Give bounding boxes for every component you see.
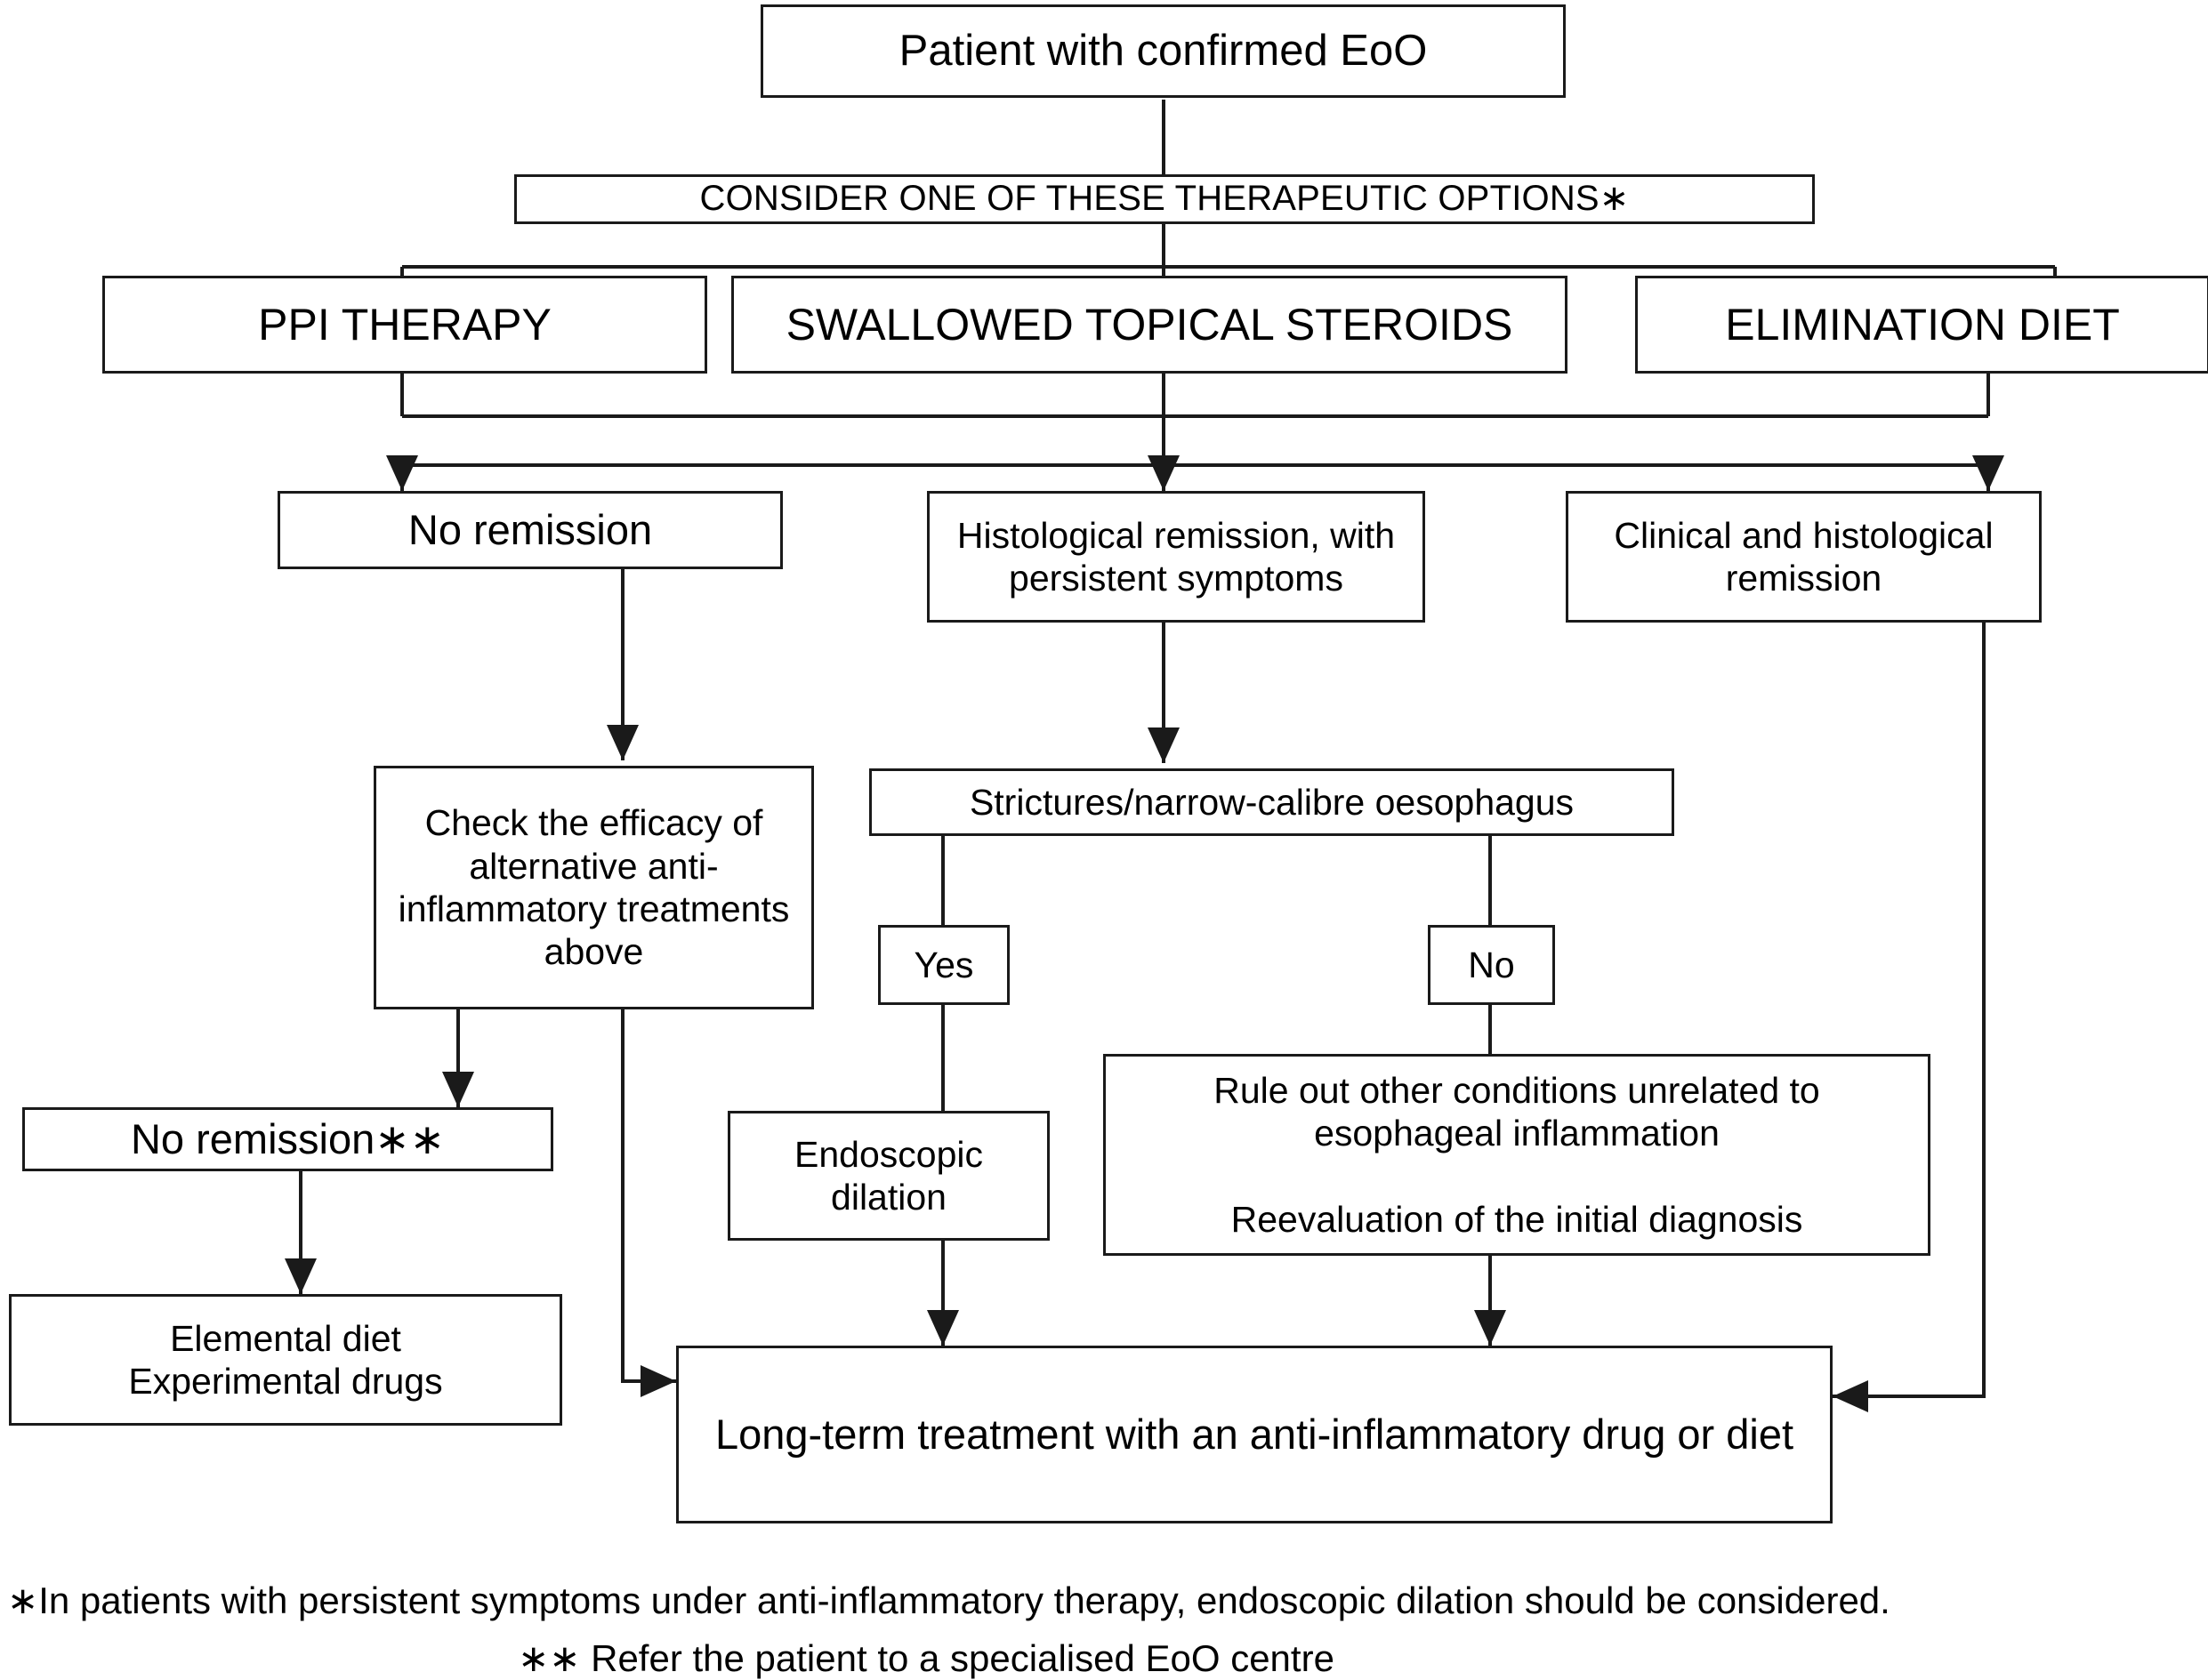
node-patient-label: Patient with confirmed EoO: [899, 26, 1428, 75]
node-rule-out-label: Rule out other conditions unrelated to e…: [1213, 1069, 1820, 1240]
node-answer-yes[interactable]: Yes: [878, 925, 1010, 1005]
node-long-term-treatment[interactable]: Long-term treatment with an anti-inflamm…: [676, 1346, 1833, 1523]
node-histological-label: Histological remission, with persistent …: [956, 514, 1396, 599]
node-elimination-diet[interactable]: ELIMINATION DIET: [1635, 276, 2208, 374]
node-no-remission-label: No remission: [407, 506, 653, 554]
footnote-single-asterisk: ∗In patients with persistent symptoms un…: [7, 1580, 1890, 1621]
node-histological-remission[interactable]: Histological remission, with persistent …: [927, 491, 1425, 623]
node-strictures-label: Strictures/narrow-calibre oesophagus: [969, 781, 1575, 823]
node-strictures[interactable]: Strictures/narrow-calibre oesophagus: [869, 768, 1674, 836]
node-consider-label: CONSIDER ONE OF THESE THERAPEUTIC OPTION…: [699, 179, 1630, 219]
node-answer-no[interactable]: No: [1428, 925, 1555, 1005]
node-endoscopic-label: Endoscopic dilation: [794, 1133, 983, 1218]
footnote-double-asterisk: ∗∗ Refer the patient to a specialised Eo…: [518, 1637, 1334, 1679]
node-check-efficacy-label: Check the efficacy of alternative anti- …: [398, 802, 790, 973]
node-no-remission[interactable]: No remission: [278, 491, 783, 569]
node-ppi-label: PPI THERAPY: [258, 299, 552, 350]
node-yes-label: Yes: [914, 944, 974, 985]
node-patient-confirmed-eoo[interactable]: Patient with confirmed EoO: [761, 4, 1566, 98]
node-steroids-label: SWALLOWED TOPICAL STEROIDS: [786, 299, 1513, 350]
node-endoscopic-dilation[interactable]: Endoscopic dilation: [728, 1111, 1050, 1241]
node-elemental-diet[interactable]: Elemental diet Experimental drugs: [9, 1294, 562, 1426]
node-no-label: No: [1468, 944, 1515, 985]
node-clinical-label: Clinical and histological remission: [1614, 514, 1994, 599]
node-clinical-histological-remission[interactable]: Clinical and histological remission: [1566, 491, 2042, 623]
node-elimination-label: ELIMINATION DIET: [1725, 299, 2120, 350]
footnotes: ∗In patients with persistent symptoms un…: [0, 1579, 2208, 1680]
node-check-efficacy[interactable]: Check the efficacy of alternative anti- …: [374, 766, 814, 1009]
node-no-remission2-label: No remission∗∗: [130, 1115, 445, 1163]
node-no-remission-refer[interactable]: No remission∗∗: [22, 1107, 553, 1171]
node-elemental-label: Elemental diet Experimental drugs: [128, 1317, 443, 1402]
node-ppi-therapy[interactable]: PPI THERAPY: [102, 276, 707, 374]
node-consider-options[interactable]: CONSIDER ONE OF THESE THERAPEUTIC OPTION…: [514, 174, 1815, 224]
node-long-term-label: Long-term treatment with an anti-inflamm…: [714, 1411, 1794, 1459]
edge-check-to-longterm: [621, 1009, 676, 1397]
node-swallowed-topical-steroids[interactable]: SWALLOWED TOPICAL STEROIDS: [731, 276, 1567, 374]
node-rule-out-conditions[interactable]: Rule out other conditions unrelated to e…: [1103, 1054, 1930, 1256]
edge-clinical-to-longterm: [1833, 623, 1986, 1412]
